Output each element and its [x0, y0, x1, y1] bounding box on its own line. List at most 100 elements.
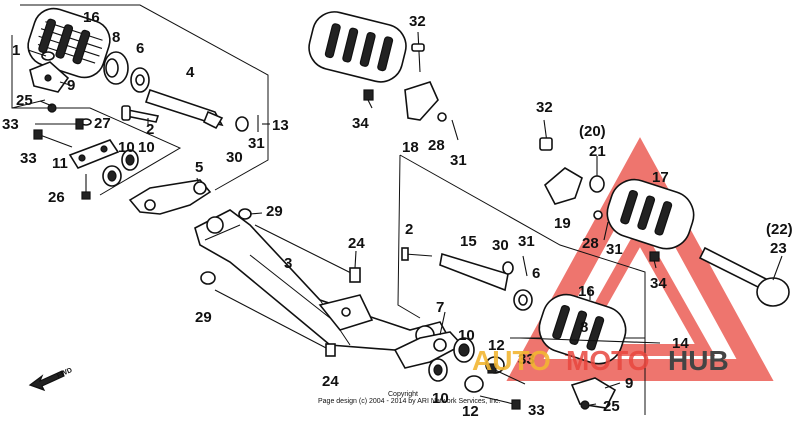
washer-6-top [130, 67, 150, 93]
label-20: (20) [579, 123, 606, 140]
label-4: 4 [186, 64, 195, 81]
label-16-top: 16 [83, 9, 100, 26]
copyright-notice: Copyright Page design (c) 2004 - 2014 by… [318, 391, 501, 405]
label-32-right: 32 [536, 99, 553, 116]
label-31-right: 31 [606, 241, 623, 258]
bolt-33-c [487, 363, 526, 385]
label-11: 11 [52, 155, 68, 172]
copyright-line-1: Copyright [388, 391, 418, 398]
washer-6-center [513, 289, 533, 311]
collar-8-top [103, 51, 129, 85]
label-33-d: 33 [528, 402, 545, 419]
label-8-lower: 8 [580, 319, 588, 336]
washer-29-upper [238, 208, 252, 220]
label-16-lower: 16 [578, 283, 595, 300]
bracket-18 [404, 81, 439, 121]
label-18: 18 [402, 139, 419, 156]
label-22: (22) [766, 221, 793, 238]
bolt-33-b [33, 129, 73, 148]
label-6-top: 6 [136, 40, 144, 57]
label-6-center: 6 [532, 265, 540, 282]
label-9-top: 9 [67, 77, 75, 94]
bracket-9-lower [570, 377, 617, 409]
label-10-c: 10 [458, 327, 475, 344]
label-34-top: 34 [352, 115, 369, 132]
label-14: 14 [672, 335, 689, 352]
label-31-top: 31 [450, 152, 467, 169]
bushing-10-b [121, 149, 139, 171]
label-25-top: 25 [16, 92, 33, 109]
footpeg-shaft-4 [144, 88, 224, 130]
pin-1 [41, 51, 55, 61]
label-29-upper: 29 [266, 203, 283, 220]
long-bolt-24-lower [214, 289, 336, 357]
label-23: 23 [770, 240, 787, 257]
label-12-a: 12 [488, 337, 505, 354]
label-15: 15 [460, 233, 477, 250]
label-8-top: 8 [112, 29, 120, 46]
label-17: 17 [652, 169, 669, 186]
plate-11 [68, 139, 120, 169]
bushing-10-c [453, 337, 475, 363]
washer-29-lower [200, 271, 216, 285]
label-26: 26 [48, 189, 65, 206]
washer-30-left [235, 116, 249, 132]
bracket-19 [543, 167, 583, 205]
label-29-lower: 29 [195, 309, 212, 326]
copyright-line-2: Page design (c) 2004 - 2014 by ARI Netwo… [318, 398, 501, 405]
label-33-c: 33 [518, 351, 535, 368]
watermark-part-2: MOTO [566, 345, 649, 376]
cotter-31-right [603, 221, 609, 241]
label-19: 19 [554, 215, 571, 232]
label-30-left: 30 [226, 149, 243, 166]
assembly-outline-left [11, 4, 269, 196]
label-13: 13 [272, 117, 289, 134]
footpeg-rubber-17 [606, 178, 695, 250]
pin-2-center [401, 247, 433, 261]
watermark-part-1: AUTO [472, 345, 551, 376]
washer-28-right [593, 210, 603, 220]
label-27: 27 [94, 115, 111, 132]
shaft-23 [698, 246, 790, 307]
bolt-32-right [539, 119, 553, 151]
pin-2-left [121, 105, 160, 123]
footpeg-rubber-16-lower [538, 293, 627, 365]
bolt-32-top [411, 31, 425, 73]
nut-25-lower [580, 400, 590, 410]
label-10-a: 10 [118, 139, 135, 156]
label-10-d: 10 [432, 390, 449, 407]
washer-28-top [437, 112, 447, 122]
label-7: 7 [436, 299, 444, 316]
washer-30-center [502, 261, 514, 275]
label-30-center: 30 [492, 237, 509, 254]
bolt-34-right [649, 251, 660, 269]
watermark-text: AUTO MOTO HUB [472, 345, 729, 376]
label-28-top: 28 [428, 137, 445, 154]
label-9-lower: 9 [625, 375, 633, 392]
shaft-15 [439, 252, 509, 292]
label-1: 1 [12, 42, 20, 59]
label-25-lower: 25 [603, 398, 620, 415]
washer-21 [589, 175, 605, 193]
cotter-31-center [522, 255, 528, 277]
part-number-labels: 16 1 8 6 4 9 25 33 27 2 33 11 10 10 26 3… [2, 9, 793, 420]
label-33-a: 33 [2, 116, 19, 133]
label-5: 5 [195, 159, 203, 176]
label-2-left: 2 [146, 121, 154, 138]
bracket-5 [128, 179, 212, 215]
label-2-center: 2 [405, 221, 413, 238]
bolt-26 [81, 174, 91, 200]
fwd-label: FWD [56, 367, 73, 380]
bolt-34-top [363, 89, 374, 109]
watermark-logo [506, 137, 774, 381]
collar-12-b [464, 375, 484, 393]
bushing-10-d [428, 358, 448, 382]
nut-25-top [47, 103, 57, 113]
leader-lines [27, 49, 783, 406]
label-24-upper: 24 [348, 235, 365, 252]
label-24-lower: 24 [322, 373, 339, 390]
label-12-b: 12 [462, 403, 479, 420]
cotter-31-top [451, 119, 459, 141]
